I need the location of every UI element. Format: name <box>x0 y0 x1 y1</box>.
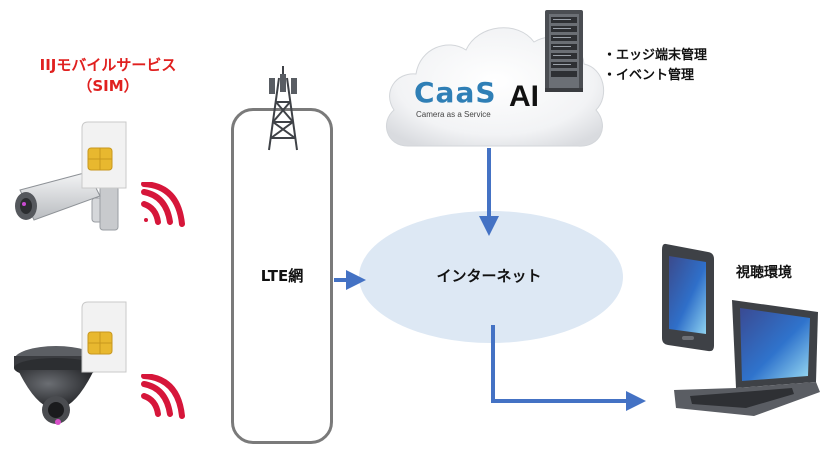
sim-card-icon-2 <box>81 301 127 373</box>
cell-tower-icon <box>268 66 298 151</box>
laptop-icon <box>674 300 820 416</box>
feature-event-management: ・イベント管理 <box>603 68 695 83</box>
arrow-internet-to-viewing <box>491 325 646 411</box>
wireless-signal-icon <box>141 182 185 227</box>
dome-camera-icon <box>14 346 98 425</box>
wireless-signal-icon-2 <box>141 374 185 419</box>
sim-card-icon <box>81 121 127 189</box>
internet-label: インターネット <box>436 267 542 285</box>
sim-service-title: IIJモバイルサービス （SIM） <box>8 55 208 97</box>
bullet-camera-icon <box>15 171 119 231</box>
server-rack-icon <box>545 10 583 92</box>
caas-logo-subtitle: Camera as a Service <box>416 110 491 119</box>
cloud-features-list: ・エッジ端末管理 ・イベント管理 <box>603 46 707 86</box>
viewing-environment-label: 視聴環境 <box>736 265 792 281</box>
caas-logo-word: CaaS <box>414 76 497 109</box>
lte-network-box <box>231 108 333 444</box>
sim-service-line2: （SIM） <box>77 77 139 95</box>
smartphone-icon <box>662 243 714 352</box>
sim-service-line1: IIJモバイルサービス <box>39 56 177 74</box>
caas-logo-ai: AI <box>509 80 539 113</box>
lte-network-label: LTE網 <box>260 267 304 285</box>
internet-ellipse <box>359 211 623 343</box>
feature-edge-management: ・エッジ端末管理 <box>603 48 708 63</box>
